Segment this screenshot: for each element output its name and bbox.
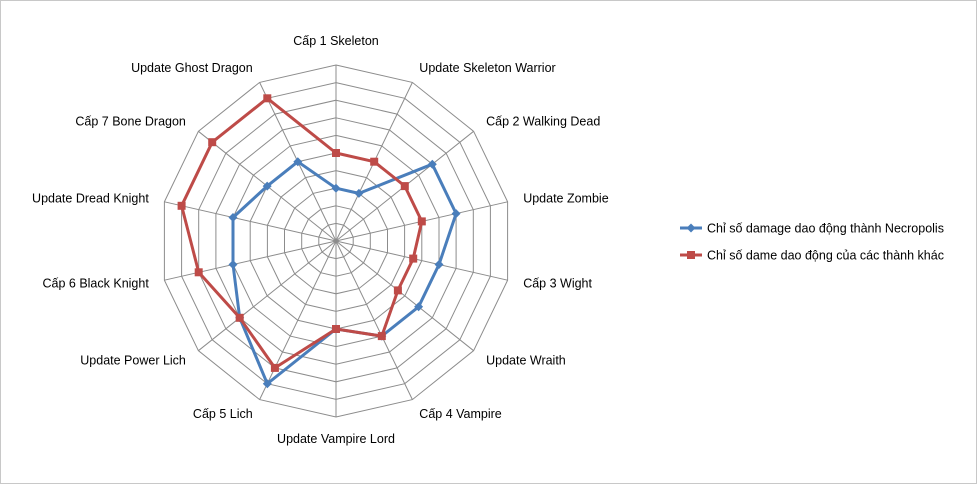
series-point: [417, 217, 426, 226]
series-point: [228, 260, 238, 269]
series-point: [293, 157, 303, 167]
series-point: [194, 268, 203, 277]
category-label: Update Ghost Dragon: [131, 61, 253, 75]
grid-spoke: [164, 201, 337, 242]
legend: Chỉ số damage dao động thành NecropolisC…: [680, 222, 944, 263]
series-layer: [177, 94, 461, 389]
series-point: [263, 94, 272, 103]
category-label: Update Wraith: [486, 354, 566, 368]
series-point: [393, 286, 402, 295]
series-point: [177, 201, 186, 210]
series-point: [400, 182, 409, 191]
category-label: Cấp 6 Black Knight: [42, 277, 149, 291]
series-point: [370, 157, 379, 166]
legend-label: Chỉ số dame dao động của các thành khác: [707, 249, 944, 263]
category-label: Cấp 4 Vampire: [419, 407, 501, 421]
category-label: Cấp 2 Walking Dead: [486, 114, 600, 128]
series-point: [270, 363, 279, 372]
grid-spoke: [335, 240, 413, 400]
series-point: [235, 313, 244, 322]
category-label: Cấp 3 Wight: [523, 277, 592, 291]
category-label: Cấp 7 Bone Dragon: [75, 114, 186, 128]
series-point: [331, 183, 341, 193]
series-point: [377, 332, 386, 341]
grid-spoke: [164, 240, 337, 281]
category-label: Cấp 1 Skeleton: [293, 34, 379, 48]
grid-spoke: [335, 240, 474, 352]
category-label: Update Vampire Lord: [277, 432, 395, 446]
series-point: [228, 213, 238, 222]
legend-swatch-marker: [687, 251, 695, 259]
series-point: [409, 254, 418, 263]
grid-spoke: [259, 240, 337, 400]
series-line: [231, 160, 458, 386]
grid-spoke: [198, 240, 337, 352]
legend-swatch-marker: [686, 223, 696, 233]
radar-grid: [163, 64, 509, 418]
series-point: [208, 138, 217, 147]
series-point: [354, 188, 364, 198]
series-point: [262, 379, 272, 389]
series-point: [414, 302, 424, 312]
grid-spoke: [335, 240, 508, 281]
series-point: [451, 209, 461, 219]
category-label: Update Dread Knight: [32, 191, 149, 205]
series-point: [332, 325, 340, 333]
series-point: [434, 260, 444, 269]
category-label: Update Zombie: [523, 191, 609, 205]
series-point: [332, 149, 340, 157]
category-label: Update Power Lich: [80, 354, 186, 368]
series-point: [427, 159, 437, 169]
category-label: Update Skeleton Warrior: [419, 61, 555, 75]
series-point: [262, 181, 272, 191]
category-label: Cấp 5 Lich: [193, 407, 253, 421]
legend-label: Chỉ số damage dao động thành Necropolis: [707, 222, 944, 236]
